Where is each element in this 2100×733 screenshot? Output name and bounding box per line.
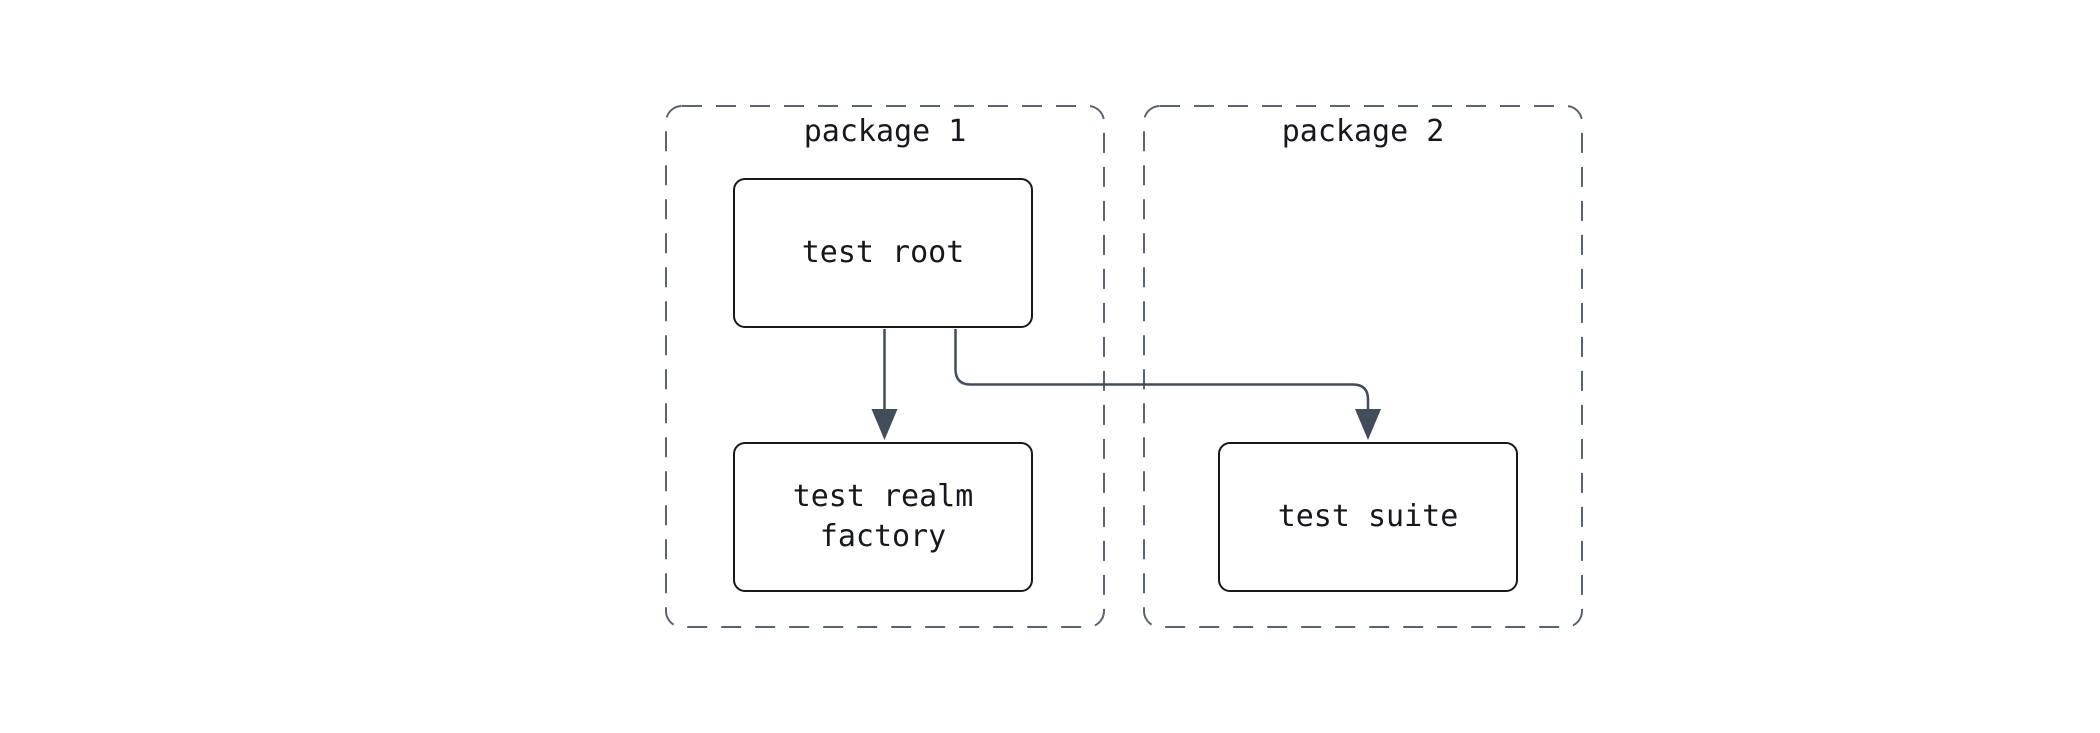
arrowhead-test-suite: [1355, 409, 1381, 440]
package-1-label: package 1: [803, 114, 967, 149]
node-test-root: test root: [733, 178, 1033, 328]
node-test-root-label: test root: [801, 235, 965, 270]
node-test-realm-factory-label: test realm factory: [792, 479, 974, 554]
node-test-suite: test suite: [1218, 442, 1518, 592]
node-test-suite-label: test suite: [1277, 499, 1459, 534]
package-2-label: package 2: [1281, 114, 1445, 149]
node-test-realm-factory: test realm factory: [733, 442, 1033, 592]
edge-test-root-to-test-suite: [954, 329, 1370, 410]
arrowhead-test-realm-factory: [871, 409, 898, 440]
